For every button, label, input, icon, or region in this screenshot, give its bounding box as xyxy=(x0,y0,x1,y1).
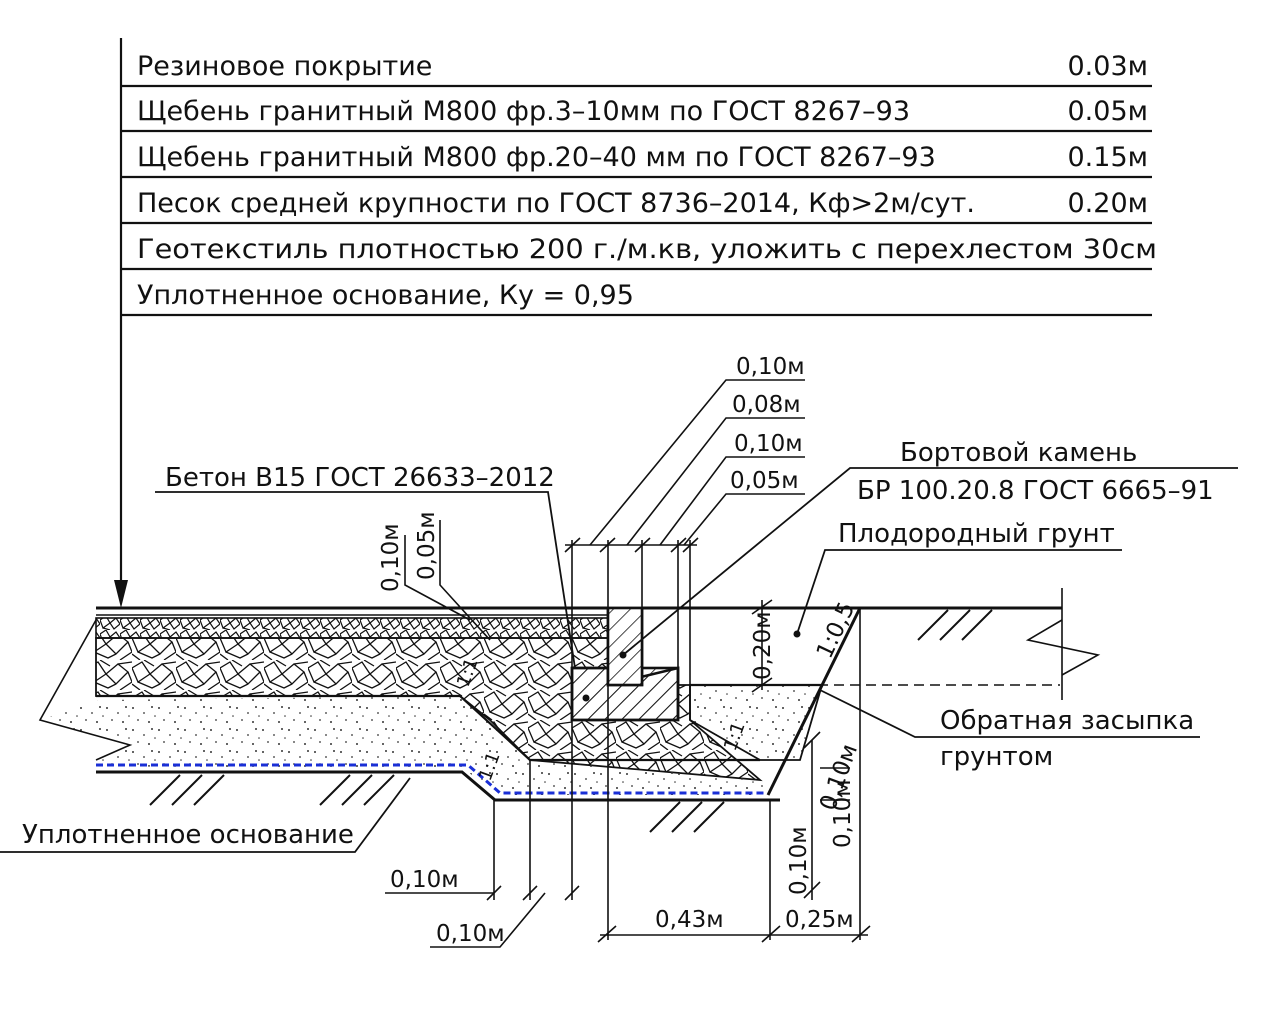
dim-right-low-2: 0,10м xyxy=(830,779,856,848)
concrete-label: Бетон В15 ГОСТ 26633–2012 xyxy=(165,463,555,493)
dim-top-1: 0,10м xyxy=(736,354,805,380)
dim-top-3: 0,10м xyxy=(734,431,803,457)
curb-label-line1: Бортовой камень xyxy=(900,438,1137,468)
ground-hatch xyxy=(149,609,993,833)
legend-row-1-text: Резиновое покрытие xyxy=(137,51,432,82)
legend-row-3-value: 0.15м xyxy=(1068,142,1149,173)
compacted-base-label: Уплотненное основание xyxy=(22,820,354,850)
dim-bottom-right: 0,25м xyxy=(785,907,854,933)
leader-arrow-icon xyxy=(114,580,128,608)
backfill-label-line2: грунтом xyxy=(940,742,1053,772)
legend-row-3-text: Щебень гранитный М800 фр.20–40 мм по ГОС… xyxy=(137,142,936,173)
legend-row-2-value: 0.05м xyxy=(1068,96,1149,127)
fertile-soil-label: Плодородный грунт xyxy=(838,519,1115,549)
dim-bottom-left-1: 0,10м xyxy=(390,867,459,893)
dim-bottom-left-2: 0,10м xyxy=(436,921,505,947)
legend-row-1-value: 0.03м xyxy=(1068,51,1149,82)
sand-layer xyxy=(40,696,768,795)
dim-bottom-mid: 0,43м xyxy=(655,907,724,933)
dimensions: 0,10м 0,08м 0,10м 0,05м 0,10м 0,05м 1:1 … xyxy=(378,354,871,948)
backfill-label-line1: Обратная засыпка xyxy=(940,706,1194,736)
cross-section xyxy=(38,588,1101,833)
dim-left-2: 0,05м xyxy=(414,511,440,580)
curb-label-line2: БР 100.20.8 ГОСТ 6665–91 xyxy=(857,476,1214,506)
legend-row-2-text: Щебень гранитный М800 фр.3–10мм по ГОСТ … xyxy=(137,96,910,127)
dim-top-4: 0,05м xyxy=(730,468,799,494)
fine-gravel-layer xyxy=(95,617,609,639)
legend-row-6-text: Уплотненное основание, Ку = 0,95 xyxy=(137,280,634,311)
legend-row-4-value: 0.20м xyxy=(1068,188,1149,219)
labels: Бетон В15 ГОСТ 26633–2012 Бортовой камен… xyxy=(0,438,1238,853)
dim-top-2: 0,08м xyxy=(732,392,801,418)
dim-right-v: 0,20м xyxy=(750,611,776,680)
legend-row-5-text: Геотекстиль плотностью 200 г./м.кв, улож… xyxy=(137,234,1157,265)
legend-row-4-text: Песок средней крупности по ГОСТ 8736–201… xyxy=(137,188,975,219)
dim-left-1: 0,10м xyxy=(378,523,404,592)
dim-right-low-1: 0,10м xyxy=(786,826,812,895)
layer-legend: Резиновое покрытие 0.03м Щебень гранитны… xyxy=(114,38,1157,608)
